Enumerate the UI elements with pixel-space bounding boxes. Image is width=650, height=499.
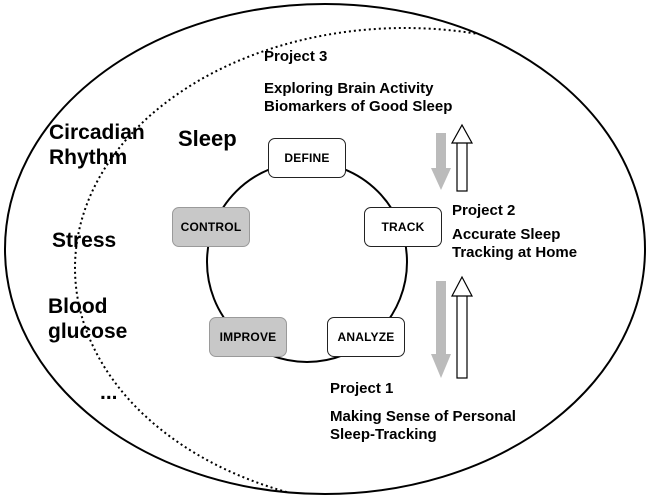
project3-title: Project 3 <box>264 48 328 65</box>
factor-blood-line1: Blood <box>48 295 108 318</box>
project1-desc: Making Sense of Personal Sleep-Tracking <box>330 408 516 444</box>
arrow-up-upper <box>450 123 474 192</box>
cycle-define-box: DEFINE <box>268 138 346 178</box>
project1-line1: Making Sense of Personal <box>330 408 516 425</box>
arrow-down-upper <box>431 133 451 190</box>
outer-ellipse <box>4 3 646 495</box>
arrow-up-lower <box>451 275 473 379</box>
factor-circadian: Circadian Rhythm <box>49 120 145 170</box>
project1-title: Project 1 <box>330 380 394 397</box>
cycle-analyze-box: ANALYZE <box>327 317 405 357</box>
sleep-label: Sleep <box>178 126 237 151</box>
project3-desc: Exploring Brain Activity Biomarkers of G… <box>264 80 452 116</box>
factor-circadian-line2: Rhythm <box>49 146 128 170</box>
project2-title: Project 2 <box>452 202 516 219</box>
factor-circadian-line1: Circadian <box>49 121 145 144</box>
project2-line2: Tracking at Home <box>452 244 578 261</box>
project2-desc: Accurate Sleep Tracking at Home <box>452 226 577 262</box>
cycle-track-box: TRACK <box>364 207 442 247</box>
factor-stress: Stress <box>52 229 117 252</box>
factor-ellipsis: ... <box>100 381 118 404</box>
inner-dotted-ellipse <box>74 27 645 494</box>
factor-blood-line2: glucose <box>48 320 128 344</box>
cycle-control-box: CONTROL <box>172 207 250 247</box>
project3-line1: Exploring Brain Activity <box>264 80 434 97</box>
arrow-down-lower <box>431 281 451 378</box>
project2-line1: Accurate Sleep <box>452 226 561 243</box>
factor-blood-glucose: Blood glucose <box>48 294 127 344</box>
project3-line2: Biomarkers of Good Sleep <box>264 98 453 115</box>
cycle-improve-box: IMPROVE <box>209 317 287 357</box>
project1-line2: Sleep-Tracking <box>330 426 437 443</box>
